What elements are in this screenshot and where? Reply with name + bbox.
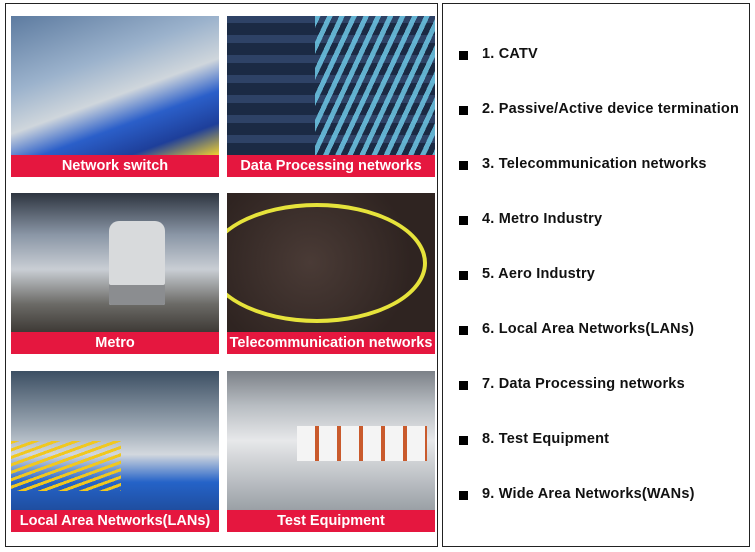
applications-list: 1. CATV 2. Passive/Active device termina… — [459, 46, 739, 541]
list-item-text: 8. Test Equipment — [482, 431, 610, 447]
tile-label: Data Processing networks — [227, 155, 435, 177]
tile-telecommunication: Telecommunication networks — [227, 193, 435, 354]
black-square-icon — [459, 271, 468, 280]
list-item-text: 3. Telecommunication networks — [482, 156, 707, 172]
black-square-icon — [459, 51, 468, 60]
black-square-icon — [459, 436, 468, 445]
lan-image — [11, 371, 219, 510]
telecommunication-image — [227, 193, 435, 332]
data-processing-image — [227, 16, 435, 155]
tile-lan: Local Area Networks(LANs) — [11, 371, 219, 532]
black-square-icon — [459, 106, 468, 115]
black-square-icon — [459, 216, 468, 225]
tile-test-equipment: Test Equipment — [227, 371, 435, 532]
tile-label: Network switch — [11, 155, 219, 177]
list-item: 2. Passive/Active device termination — [459, 101, 739, 156]
tile-label: Metro — [11, 332, 219, 354]
tile-data-processing: Data Processing networks — [227, 16, 435, 177]
black-square-icon — [459, 326, 468, 335]
list-item-text: 5. Aero Industry — [482, 266, 596, 282]
list-item-text: 7. Data Processing networks — [482, 376, 685, 392]
black-square-icon — [459, 381, 468, 390]
network-switch-image — [11, 16, 219, 155]
list-item: 8. Test Equipment — [459, 431, 739, 486]
list-item: 1. CATV — [459, 46, 739, 101]
list-item: 5. Aero Industry — [459, 266, 739, 321]
list-item: 4. Metro Industry — [459, 211, 739, 266]
list-item: 7. Data Processing networks — [459, 376, 739, 431]
tile-label: Test Equipment — [227, 510, 435, 532]
tile-label: Telecommunication networks — [227, 332, 435, 354]
list-item: 6. Local Area Networks(LANs) — [459, 321, 739, 376]
tile-network-switch: Network switch — [11, 16, 219, 177]
list-item-text: 1. CATV — [482, 46, 538, 62]
black-square-icon — [459, 161, 468, 170]
applications-list-panel: 1. CATV 2. Passive/Active device termina… — [442, 3, 750, 547]
list-item: 9. Wide Area Networks(WANs) — [459, 486, 739, 541]
applications-image-panel — [5, 3, 438, 547]
test-equipment-image — [227, 371, 435, 510]
list-item-text: 4. Metro Industry — [482, 211, 603, 227]
tile-label: Local Area Networks(LANs) — [11, 510, 219, 532]
metro-image — [11, 193, 219, 332]
list-item-text: 6. Local Area Networks(LANs) — [482, 321, 695, 337]
list-item-text: 2. Passive/Active device termination — [482, 101, 740, 117]
list-item: 3. Telecommunication networks — [459, 156, 739, 211]
black-square-icon — [459, 491, 468, 500]
tile-metro: Metro — [11, 193, 219, 354]
list-item-text: 9. Wide Area Networks(WANs) — [482, 486, 695, 502]
